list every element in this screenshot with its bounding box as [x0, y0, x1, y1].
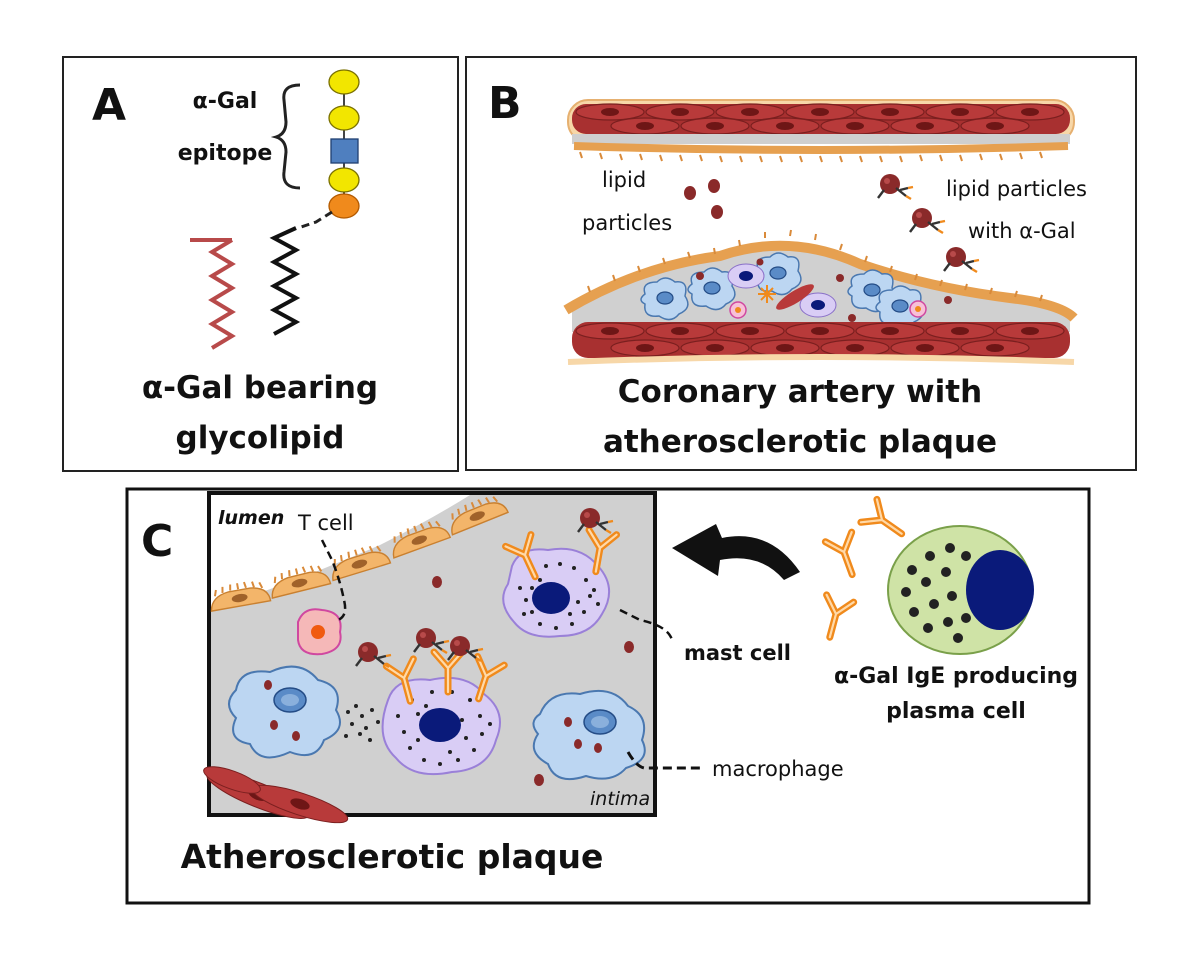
- lower-vessel-wall: [563, 229, 1078, 365]
- panel-a-frame: [62, 56, 459, 472]
- epitope-label-line1: α-Gal: [193, 89, 258, 114]
- glcnac-residue: [330, 138, 359, 164]
- agal-label-line1: lipid particles: [946, 177, 1087, 201]
- panel-b: B lipid particles lipid part: [465, 56, 1137, 471]
- mast-cell-upper: [503, 506, 616, 638]
- epitope-label-line2: epitope: [178, 141, 273, 166]
- degranulation-granules: [344, 704, 380, 742]
- mast-cell-leader: [619, 608, 674, 641]
- epitope-brace: [270, 83, 301, 190]
- panel-a-title-line2: glycolipid: [176, 420, 345, 456]
- panel-b-title-line2: atherosclerotic plaque: [603, 424, 997, 460]
- mast-cell-center: [354, 626, 504, 776]
- smooth-muscle-cells: [203, 766, 349, 824]
- plasma-cell: [887, 525, 1034, 655]
- macrophage-label: macrophage: [712, 757, 844, 781]
- panel-c-title: Atherosclerotic plaque: [181, 837, 604, 876]
- macrophage-right: [532, 690, 646, 780]
- macrophage-leader: [626, 751, 700, 770]
- panel-a-title-line1: α-Gal bearing: [142, 370, 378, 406]
- upper-vessel-wall: [567, 99, 1075, 163]
- lipid-particles: [684, 179, 723, 219]
- t-cell-label: T cell: [297, 511, 354, 535]
- ceramide-link: [297, 210, 333, 230]
- ige-migration-arrow: [672, 524, 800, 580]
- plaque-inset: lumen T cell intima: [203, 489, 657, 824]
- panel-a: A α-Gal epitope α-Gal bearing glycolipid: [62, 56, 459, 472]
- agal-label-line2: with α-Gal: [968, 219, 1076, 243]
- plasma-cell-label-line2: plasma cell: [886, 699, 1026, 724]
- inset-lipid-particles: [432, 576, 634, 786]
- galactose-residue-1: [328, 69, 360, 95]
- panel-b-letter: B: [488, 78, 522, 129]
- galactose-residue-3: [328, 167, 360, 193]
- galactose-residue-2: [328, 105, 360, 131]
- plasma-cell-label-line1: α-Gal IgE producing: [834, 664, 1078, 689]
- black-lipid-tail: [269, 226, 301, 336]
- lipid-label-line2: particles: [582, 211, 672, 235]
- glucose-residue: [328, 193, 360, 219]
- mast-cell-label: mast cell: [684, 641, 791, 665]
- panel-c: C: [125, 487, 1091, 905]
- red-lipid-tail: [190, 238, 236, 350]
- intima-label: intima: [590, 788, 650, 810]
- t-cell: [297, 608, 342, 656]
- glycan-chain: [328, 69, 360, 219]
- lumen-label: lumen: [218, 507, 284, 529]
- macrophage-left: [228, 665, 341, 759]
- panel-b-title-line1: Coronary artery with: [618, 374, 982, 410]
- t-cell-leader: [320, 539, 347, 622]
- lipid-label-line1: lipid: [602, 168, 646, 192]
- panel-c-letter: C: [141, 516, 173, 567]
- panel-a-letter: A: [92, 80, 126, 131]
